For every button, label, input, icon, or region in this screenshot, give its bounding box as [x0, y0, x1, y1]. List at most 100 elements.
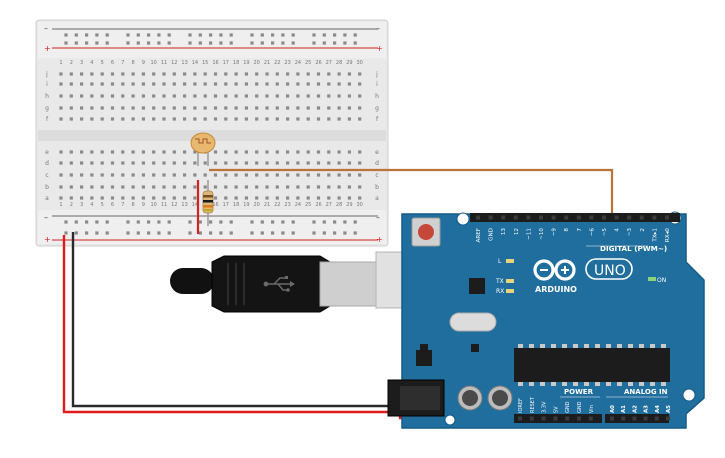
rail-hole[interactable]	[219, 220, 223, 224]
grid-hole[interactable]	[234, 161, 238, 165]
power-pin-socket[interactable]	[577, 416, 581, 421]
grid-hole[interactable]	[203, 106, 207, 110]
rail-hole[interactable]	[343, 220, 347, 224]
grid-hole[interactable]	[244, 150, 248, 154]
grid-hole[interactable]	[255, 72, 259, 76]
digital-pin-socket[interactable]	[551, 215, 556, 220]
rail-hole[interactable]	[74, 220, 78, 224]
grid-hole[interactable]	[183, 161, 187, 165]
grid-hole[interactable]	[121, 106, 125, 110]
power-pin-socket[interactable]	[529, 416, 534, 421]
grid-hole[interactable]	[306, 185, 310, 189]
grid-hole[interactable]	[162, 106, 166, 110]
grid-hole[interactable]	[121, 196, 125, 200]
power-pin-socket[interactable]	[541, 416, 546, 421]
grid-hole[interactable]	[213, 196, 218, 200]
digital-pin-socket[interactable]	[539, 215, 543, 220]
grid-hole[interactable]	[59, 173, 63, 177]
grid-hole[interactable]	[90, 106, 94, 110]
grid-hole[interactable]	[337, 106, 341, 110]
rail-hole[interactable]	[209, 41, 213, 45]
rail-hole[interactable]	[157, 231, 161, 235]
grid-hole[interactable]	[265, 196, 269, 200]
grid-hole[interactable]	[172, 72, 176, 76]
digital-pin-socket[interactable]	[639, 215, 644, 220]
grid-hole[interactable]	[141, 82, 145, 86]
grid-hole[interactable]	[265, 94, 269, 98]
grid-hole[interactable]	[296, 94, 300, 98]
rail-hole[interactable]	[147, 33, 151, 37]
rail-hole[interactable]	[64, 33, 68, 37]
rail-hole[interactable]	[126, 33, 130, 37]
grid-hole[interactable]	[80, 72, 84, 76]
rail-hole[interactable]	[147, 220, 151, 224]
rail-hole[interactable]	[147, 41, 151, 45]
rail-hole[interactable]	[157, 220, 161, 224]
grid-hole[interactable]	[286, 150, 290, 154]
rail-hole[interactable]	[126, 220, 130, 224]
grid-hole[interactable]	[183, 173, 187, 177]
grid-hole[interactable]	[69, 196, 73, 200]
digital-pin-socket[interactable]	[576, 215, 581, 220]
grid-hole[interactable]	[152, 173, 156, 177]
grid-hole[interactable]	[100, 72, 104, 76]
rail-hole[interactable]	[250, 231, 254, 235]
rail-hole[interactable]	[281, 231, 285, 235]
grid-hole[interactable]	[265, 173, 269, 177]
grid-hole[interactable]	[59, 185, 63, 189]
grid-hole[interactable]	[193, 150, 197, 154]
grid-hole[interactable]	[358, 72, 362, 76]
power-pin-socket[interactable]	[518, 416, 522, 421]
grid-hole[interactable]	[316, 185, 321, 189]
grid-hole[interactable]	[203, 173, 207, 177]
grid-hole[interactable]	[213, 72, 218, 76]
grid-hole[interactable]	[152, 106, 156, 110]
grid-hole[interactable]	[131, 161, 135, 165]
grid-hole[interactable]	[59, 106, 63, 110]
grid-hole[interactable]	[358, 117, 362, 121]
grid-hole[interactable]	[141, 185, 145, 189]
power-pin-socket[interactable]	[553, 416, 558, 421]
grid-hole[interactable]	[327, 106, 331, 110]
grid-hole[interactable]	[286, 185, 290, 189]
grid-hole[interactable]	[172, 106, 176, 110]
analog-pin-socket[interactable]	[610, 416, 614, 421]
grid-hole[interactable]	[337, 185, 341, 189]
rail-hole[interactable]	[167, 231, 171, 235]
rail-hole[interactable]	[85, 231, 89, 235]
digital-pin-socket[interactable]	[488, 215, 493, 220]
rail-hole[interactable]	[136, 231, 140, 235]
rail-hole[interactable]	[353, 41, 357, 45]
digital-pin-socket[interactable]	[652, 215, 657, 220]
grid-hole[interactable]	[80, 82, 84, 86]
grid-hole[interactable]	[141, 150, 145, 154]
rail-hole[interactable]	[281, 41, 285, 45]
reset-button-cap[interactable]	[418, 224, 434, 240]
digital-pin-socket[interactable]	[501, 215, 506, 220]
rail-hole[interactable]	[333, 33, 337, 37]
grid-hole[interactable]	[347, 185, 351, 189]
grid-hole[interactable]	[69, 185, 73, 189]
grid-hole[interactable]	[244, 72, 248, 76]
grid-hole[interactable]	[203, 72, 207, 76]
grid-hole[interactable]	[69, 82, 73, 86]
grid-hole[interactable]	[203, 82, 207, 86]
power-pin-socket[interactable]	[565, 416, 570, 421]
grid-hole[interactable]	[358, 150, 362, 154]
rail-hole[interactable]	[322, 41, 326, 45]
grid-hole[interactable]	[203, 185, 207, 189]
grid-hole[interactable]	[347, 196, 351, 200]
grid-hole[interactable]	[121, 150, 125, 154]
grid-hole[interactable]	[110, 72, 115, 76]
rail-hole[interactable]	[219, 231, 223, 235]
grid-hole[interactable]	[306, 94, 310, 98]
grid-hole[interactable]	[90, 94, 94, 98]
grid-hole[interactable]	[90, 82, 94, 86]
rail-hole[interactable]	[64, 220, 68, 224]
grid-hole[interactable]	[172, 196, 176, 200]
grid-hole[interactable]	[275, 106, 279, 110]
grid-hole[interactable]	[358, 106, 362, 110]
grid-hole[interactable]	[90, 161, 94, 165]
grid-hole[interactable]	[224, 161, 228, 165]
